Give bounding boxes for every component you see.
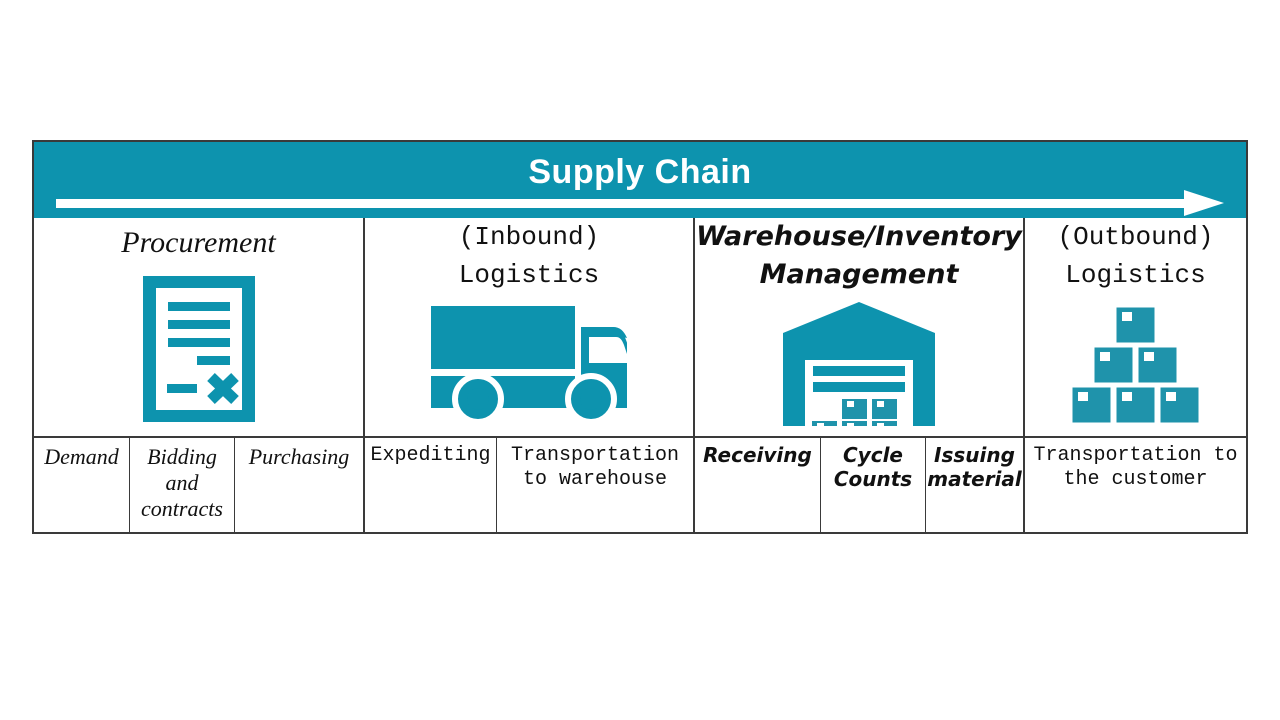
- stacked-boxes-icon: [1025, 304, 1246, 434]
- delivery-truck-icon: [365, 306, 693, 426]
- arrow-head: [1184, 190, 1224, 216]
- task-label: Issuing material: [927, 443, 1022, 491]
- stage-outbound-logistics[interactable]: (Outbound) Logistics: [1025, 218, 1246, 436]
- task-cell-transportation-to-the-customer[interactable]: Transportation to the customer: [1025, 438, 1246, 532]
- task-label: Expediting: [370, 444, 491, 467]
- task-label: Purchasing: [248, 444, 350, 469]
- task-cell-purchasing[interactable]: Purchasing: [235, 438, 365, 532]
- task-label: Demand: [44, 444, 119, 469]
- contract-document-icon: [34, 276, 363, 426]
- task-cell-bidding-and-contracts[interactable]: Bidding and contracts: [130, 438, 235, 532]
- task-cell-demand[interactable]: Demand: [34, 438, 130, 532]
- page-title: Supply Chain: [528, 153, 752, 191]
- stage-title-line2: Logistics: [1065, 260, 1206, 290]
- stage-title-line2: Management: [759, 259, 959, 290]
- stage-title-outbound-logistics: (Outbound) Logistics: [1017, 218, 1254, 294]
- stage-title-line1: Warehouse/Inventory: [696, 221, 1022, 252]
- task-label: Cycle Counts: [833, 443, 913, 491]
- task-cell-transportation-to-warehouse[interactable]: Transportation to warehouse: [497, 438, 695, 532]
- stage-row: Procurement: [34, 218, 1246, 436]
- supply-chain-diagram: Supply Chain Procurement: [32, 140, 1248, 534]
- task-label: Bidding and contracts: [141, 444, 223, 521]
- stage-warehouse-inventory-management[interactable]: Warehouse/Inventory Management: [695, 218, 1025, 436]
- task-row: Demand Bidding and contracts Purchasing …: [34, 436, 1246, 532]
- stage-title-line2: Logistics: [458, 260, 600, 290]
- stage-title-warehouse-inventory-management: Warehouse/Inventory Management: [675, 218, 1043, 294]
- stage-inbound-logistics[interactable]: (Inbound) Logistics: [365, 218, 695, 436]
- stage-title-line1: (Outbound): [1057, 222, 1214, 252]
- stage-title-line1: (Inbound): [458, 222, 600, 252]
- task-cell-receiving[interactable]: Receiving: [695, 438, 821, 532]
- task-label: Receiving: [703, 443, 812, 467]
- arrow-shaft: [56, 199, 1192, 208]
- warehouse-icon: [695, 302, 1023, 432]
- stage-procurement[interactable]: Procurement: [34, 218, 365, 436]
- task-cell-cycle-counts[interactable]: Cycle Counts: [821, 438, 926, 532]
- task-label: Transportation to warehouse: [510, 444, 680, 491]
- supply-chain-banner: Supply Chain: [34, 142, 1246, 218]
- task-label: Transportation to the customer: [1033, 444, 1238, 491]
- task-cell-issuing-material[interactable]: Issuing material: [926, 438, 1025, 532]
- right-arrow-icon: [56, 190, 1224, 216]
- stage-title-procurement: Procurement: [121, 226, 276, 259]
- stage-title-inbound-logistics: (Inbound) Logistics: [357, 218, 701, 294]
- task-cell-expediting[interactable]: Expediting: [365, 438, 497, 532]
